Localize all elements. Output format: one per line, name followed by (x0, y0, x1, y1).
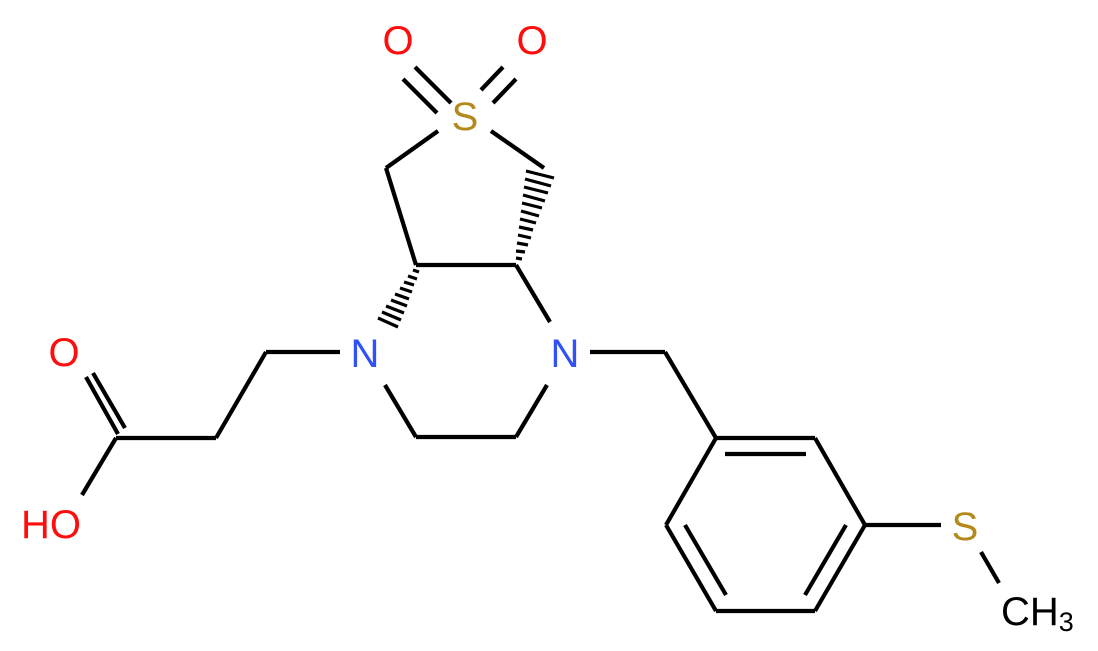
stereo-hash-bonds (377, 169, 555, 329)
hydroxyl-group: HO (21, 503, 81, 547)
propanoic-acid-chain (80, 349, 340, 497)
methyl-subscript: 3 (1059, 607, 1074, 637)
methylthio-bonds (865, 522, 1001, 585)
benzyl-linker (590, 349, 718, 440)
carbonyl-oxygen: O (48, 331, 79, 375)
thiolane-ring (383, 129, 546, 268)
nitrogen-4: N (551, 332, 580, 376)
nitrogen-1: N (351, 332, 380, 376)
sulfone-double-bonds (401, 65, 518, 115)
thioether-sulfur: S (952, 505, 979, 549)
benzene-ring (664, 435, 867, 614)
methyl-group: CH3 (1001, 590, 1074, 637)
sulfone-oxygen-right: O (516, 19, 547, 63)
methyl-carbon-label: CH (1001, 590, 1059, 634)
sulfone-sulfur: S (452, 95, 479, 139)
sulfone-oxygen-left: O (382, 19, 413, 63)
piperazine-ring (383, 263, 552, 440)
